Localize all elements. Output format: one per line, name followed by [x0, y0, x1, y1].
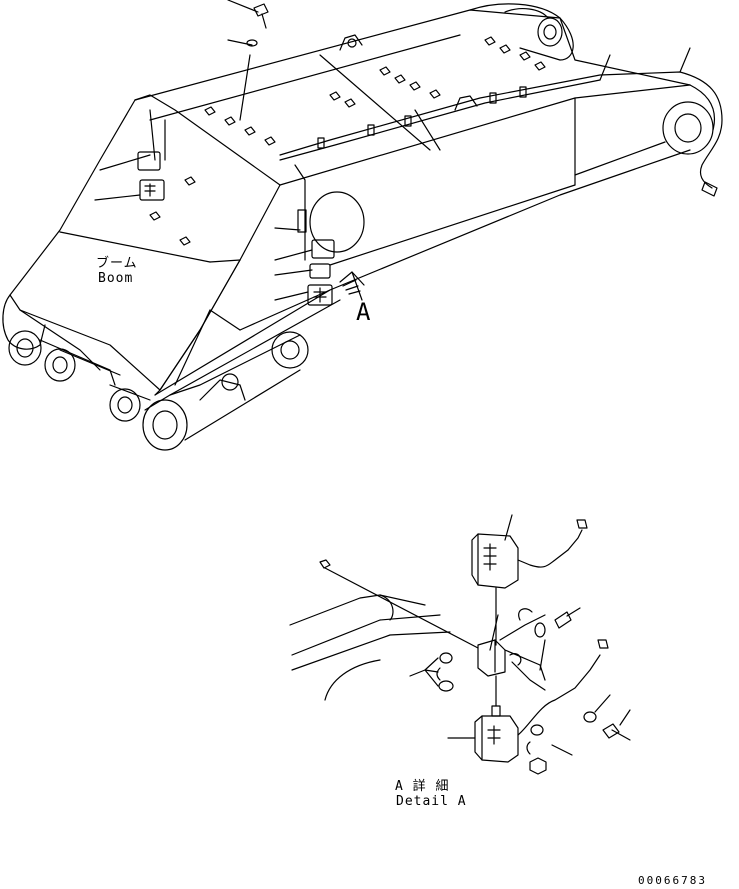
detail-a-bracket — [477, 608, 546, 691]
bolt-and-washer-top — [246, 3, 269, 47]
catalog-number: 00066783 — [638, 874, 707, 887]
leader-lines-detail — [409, 514, 631, 756]
boom-label-en: Boom — [98, 271, 134, 286]
detail-a-hardware — [436, 607, 631, 775]
detail-a-lamp-lower — [474, 639, 609, 763]
detail-a-boom-section — [289, 559, 479, 701]
work-lamps — [137, 151, 335, 306]
detail-label-jp: A 詳 細 — [395, 779, 450, 794]
detail-label-en: Detail A — [396, 794, 467, 809]
hose-clamps — [149, 36, 546, 246]
boom-label-jp: ブーム — [96, 256, 138, 271]
leader-lines-top — [94, 0, 691, 301]
detail-a-lamp-upper — [471, 519, 588, 646]
boom-assembly — [2, 3, 715, 451]
hatched-arrow-icon — [339, 271, 365, 301]
wire-harness — [149, 71, 723, 261]
view-marker-a: A — [356, 298, 371, 326]
